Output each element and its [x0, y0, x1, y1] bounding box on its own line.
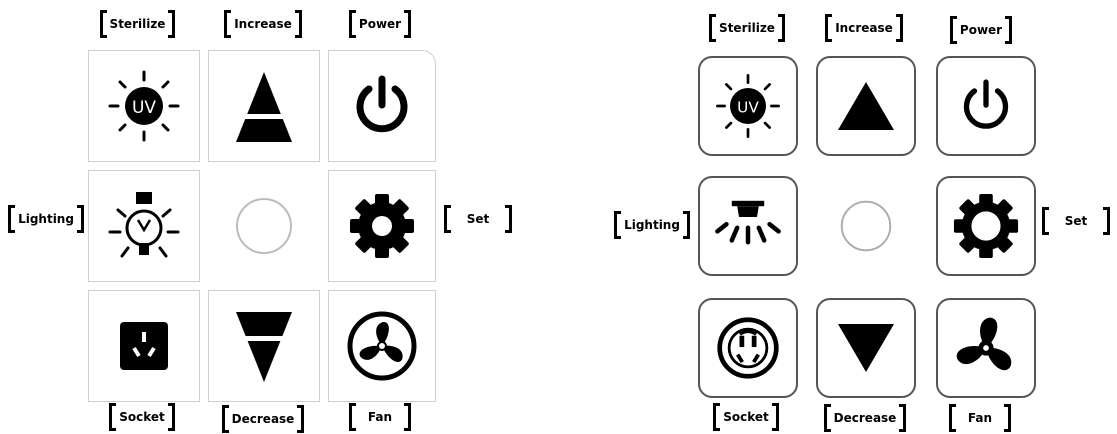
label-set: Set: [440, 204, 516, 234]
label-increase: Increase: [822, 13, 906, 43]
label-fan: Fan: [342, 402, 418, 432]
label-power: Power: [942, 15, 1020, 45]
control-panel-left: Sterilize Increase Power Lighting Set So…: [0, 0, 540, 434]
label-sterilize: Sterilize: [90, 9, 185, 39]
socket-button[interactable]: [88, 290, 200, 402]
gear-icon: [953, 193, 1019, 259]
triangle-up-icon: [838, 82, 894, 130]
uv-sun-icon: UV: [108, 70, 180, 142]
triangle-up-icon: [234, 72, 294, 142]
increase-button[interactable]: [208, 50, 320, 162]
label-fan: Fan: [942, 403, 1018, 433]
control-panel-right: Sterilize Increase Power Lighting Set So…: [600, 0, 1117, 433]
set-button[interactable]: [328, 170, 436, 282]
label-lighting: Lighting: [4, 204, 88, 234]
power-icon: [963, 79, 1009, 129]
increase-button[interactable]: [816, 56, 916, 156]
socket-button[interactable]: [698, 298, 798, 398]
lighting-button[interactable]: [88, 170, 200, 282]
label-decrease: Decrease: [822, 403, 908, 433]
power-button[interactable]: [328, 50, 436, 162]
power-button[interactable]: [936, 56, 1036, 156]
svg-text:UV: UV: [737, 98, 759, 116]
circle-indicator-icon: [840, 200, 892, 252]
ceiling-lamp-icon: [715, 200, 781, 245]
circle-indicator-icon: [236, 198, 292, 254]
label-lighting: Lighting: [610, 210, 694, 240]
fan-icon: [347, 311, 417, 381]
propeller-fan-icon: [956, 317, 1012, 371]
fan-button[interactable]: [328, 290, 436, 402]
light-bulb-icon: [108, 192, 180, 258]
socket-icon: [120, 322, 168, 370]
uv-sun-icon: UV: [716, 74, 780, 138]
label-decrease: Decrease: [218, 404, 308, 434]
set-button[interactable]: [936, 176, 1036, 276]
sterilize-button[interactable]: UV: [698, 56, 798, 156]
label-set: Set: [1038, 206, 1114, 236]
triangle-down-icon: [234, 312, 294, 382]
svg-text:UV: UV: [132, 98, 156, 118]
gear-icon: [350, 194, 414, 258]
sterilize-button[interactable]: UV: [88, 50, 200, 162]
power-icon: [356, 75, 408, 133]
center-indicator: [208, 170, 320, 282]
triangle-down-icon: [838, 324, 894, 372]
label-socket: Socket: [706, 402, 786, 432]
center-indicator: [816, 176, 916, 276]
label-socket: Socket: [102, 402, 182, 432]
lighting-button[interactable]: [698, 176, 798, 276]
socket-icon: [717, 317, 779, 379]
label-sterilize: Sterilize: [706, 13, 788, 43]
label-increase: Increase: [218, 9, 308, 39]
fan-button[interactable]: [936, 298, 1036, 398]
label-power: Power: [340, 9, 420, 39]
decrease-button[interactable]: [208, 290, 320, 402]
decrease-button[interactable]: [816, 298, 916, 398]
